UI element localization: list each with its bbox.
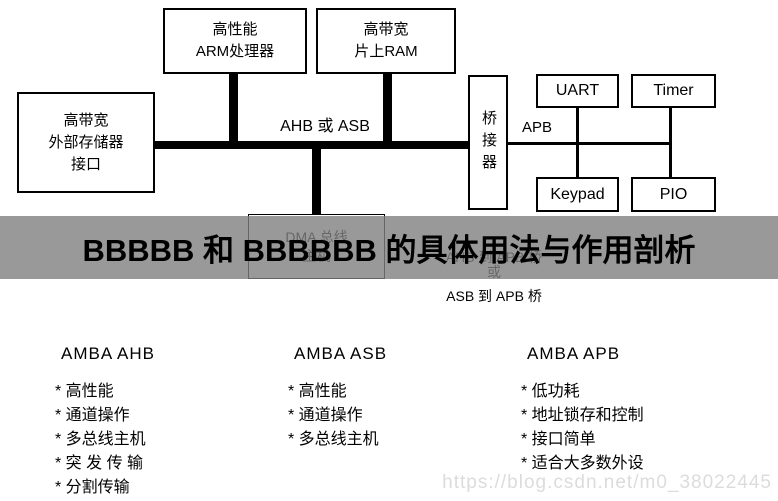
list-item: * 地址锁存和控制 [521,407,644,424]
amba-asb-title: AMBA ASB [294,344,388,363]
arm-box-line2: ARM处理器 [195,43,275,60]
amba-ahb-title: AMBA AHB [61,344,155,363]
bus-to-dma-line [312,149,321,214]
list-item: * 高性能 [55,383,114,400]
list-item: * 高性能 [288,383,347,400]
extmem-box-line1: 高带宽 [63,111,109,129]
bridge-caption-line3: ASB 到 APB 桥 [446,288,542,304]
arm-to-bus-line [229,73,238,141]
amba-apb-title: AMBA APB [527,344,621,363]
external-memory-interface-box: 高带宽 外部存储器 接口 [17,92,155,193]
csdn-watermark: https://blog.csdn.net/m0_38022445 [442,472,772,493]
amba-apb-list: * 低功耗 * 地址锁存和控制 * 接口简单 * 适合大多数外设 [521,380,761,476]
uart-box-label: UART [555,82,600,99]
ahb-bus-line [155,141,468,149]
amba-ahb-list: * 高性能 * 通道操作 * 多总线主机 * 突 发 传 输 * 分割传输 [55,380,270,500]
arm-box-line1: 高性能 [212,21,258,38]
list-item: * 通道操作 [55,407,130,424]
arm-processor-box: 高性能 ARM处理器 [163,8,307,74]
amba-apb-column: AMBA APB * 低功耗 * 地址锁存和控制 * 接口简单 * 适合大多数外… [521,344,761,476]
list-item: * 低功耗 [521,383,580,400]
banner-title-text: BBBBB 和 BBBBBB 的具体用法与作用剖析 [82,233,696,268]
list-item: * 分割传输 [55,479,130,496]
apb-bus-line [508,142,672,145]
onchip-ram-box: 高带宽 片上RAM [316,8,456,74]
amba-ahb-column: AMBA AHB * 高性能 * 通道操作 * 多总线主机 * 突 发 传 输 … [55,344,270,500]
timer-box: Timer [631,74,716,108]
keypad-box: Keypad [536,177,619,212]
list-item: * 接口简单 [521,431,596,448]
apb-bus-label: APB [522,119,553,136]
pio-box-label: PIO [659,185,688,203]
pio-box: PIO [631,177,716,212]
amba-asb-column: AMBA ASB * 高性能 * 通道操作 * 多总线主机 [288,344,503,452]
list-item: * 突 发 传 输 [55,455,144,472]
amba-asb-list: * 高性能 * 通道操作 * 多总线主机 [288,380,503,452]
ram-box-line2: 片上RAM [354,43,418,60]
ram-to-bus-line [383,73,392,141]
extmem-box-line2: 外部存储器 [48,133,124,151]
list-item: * 通道操作 [288,407,363,424]
title-banner: BBBBB 和 BBBBBB 的具体用法与作用剖析 [0,216,778,279]
timer-pio-line [669,107,672,177]
ahb-bus-label: AHB 或 ASB [280,118,370,135]
uart-keypad-line [576,107,579,177]
list-item: * 多总线主机 [288,431,379,448]
list-item: * 多总线主机 [55,431,146,448]
uart-box: UART [536,74,619,108]
timer-box-label: Timer [653,82,694,99]
list-item: * 适合大多数外设 [521,455,644,472]
bridge-box-label: 桥接器 [480,109,497,176]
extmem-box-line3: 接口 [70,155,101,173]
ram-box-line1: 高带宽 [363,21,409,38]
keypad-box-label: Keypad [550,185,605,203]
bridge-box: 桥接器 [468,75,508,210]
